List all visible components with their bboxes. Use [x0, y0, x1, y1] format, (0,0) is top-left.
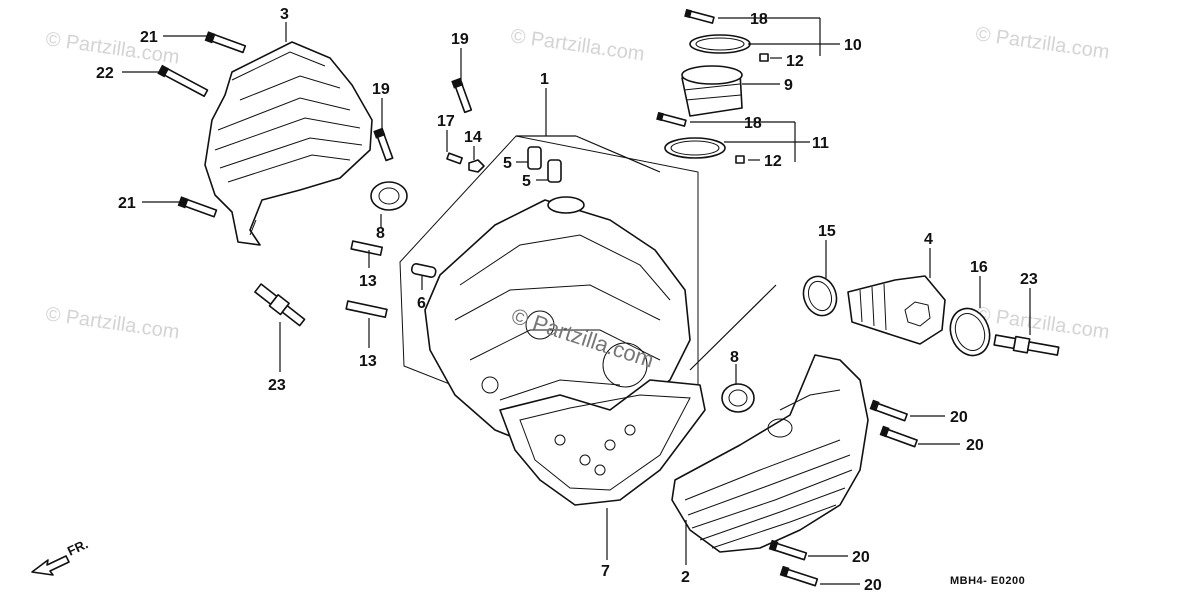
front-arrow: FR. [31, 536, 90, 576]
part-3-head-cover [204, 41, 373, 246]
bolts-19 [373, 77, 473, 162]
bolts-21-22 [157, 31, 247, 218]
callout-17: 17 [437, 113, 455, 130]
watermark-top-right: © Partzilla.com [974, 23, 1111, 64]
callout-12-top: 12 [786, 53, 804, 70]
watermark-mid-left: © Partzilla.com [44, 303, 181, 344]
part-23-spark-plugs [254, 283, 1060, 356]
callout-20-d: 20 [864, 577, 882, 594]
callout-10: 10 [844, 37, 862, 54]
parts-17-14 [446, 152, 485, 173]
part-8-plugs [370, 181, 755, 413]
callout-23-left: 23 [268, 377, 286, 394]
callout-19-left: 19 [372, 81, 390, 98]
callout-11: 11 [812, 135, 829, 152]
callout-1: 1 [540, 71, 549, 88]
callout-3: 3 [280, 6, 289, 23]
callout-15: 15 [818, 223, 836, 240]
callout-6: 6 [417, 295, 426, 312]
callout-19-top: 19 [451, 31, 469, 48]
callout-7: 7 [601, 563, 610, 580]
callout-23-right: 23 [1020, 271, 1038, 288]
callout-9: 9 [784, 77, 793, 94]
callout-21-bottom: 21 [118, 195, 136, 212]
callout-20-b: 20 [966, 437, 984, 454]
callout-18-top: 18 [750, 11, 768, 28]
part-13-studs [345, 240, 388, 319]
callout-20-c: 20 [852, 549, 870, 566]
part-2-head-cover [671, 354, 869, 553]
diagram-code: MBH4- E0200 [950, 575, 1025, 587]
parts-9-10-11-12-18 [656, 8, 769, 164]
front-arrow-icon [31, 555, 70, 576]
part-6-dowel [410, 263, 437, 278]
parts-15-4-16 [802, 275, 991, 357]
callout-21-top: 21 [140, 29, 158, 46]
callout-2: 2 [681, 569, 690, 586]
part-7-gasket [499, 379, 706, 506]
watermark-top-left: © Partzilla.com [44, 28, 181, 69]
callout-8-right: 8 [730, 349, 739, 366]
bolts-20 [768, 399, 918, 587]
callout-4: 4 [924, 231, 933, 248]
part-5-dowels [527, 146, 562, 183]
callout-14: 14 [464, 129, 482, 146]
callout-labels: 3 21 22 21 19 19 17 14 1 5 5 8 13 13 6 2… [96, 6, 1038, 594]
callout-8-left: 8 [376, 225, 385, 242]
callout-12-bottom: 12 [764, 153, 782, 170]
callout-20-a: 20 [950, 409, 968, 426]
watermark-top-center: © Partzilla.com [509, 25, 646, 66]
callout-5-bottom: 5 [522, 173, 531, 190]
callout-22: 22 [96, 65, 114, 82]
callout-16: 16 [970, 259, 988, 276]
front-label: FR. [65, 536, 90, 558]
callout-5-top: 5 [503, 155, 512, 172]
callout-18-bottom: 18 [744, 115, 762, 132]
callout-13-bottom: 13 [359, 353, 377, 370]
callout-13-top: 13 [359, 273, 377, 290]
leader-lines [122, 17, 1031, 585]
